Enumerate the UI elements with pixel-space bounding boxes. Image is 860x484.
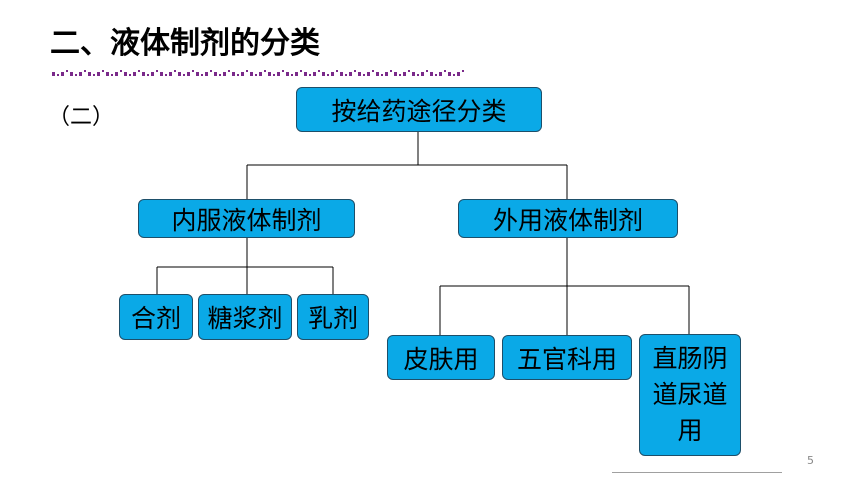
- branch-node-external: 外用液体制剂: [458, 199, 678, 238]
- root-node: 按给药途径分类: [296, 87, 542, 132]
- leaf-node-syrup: 糖浆剂: [198, 294, 292, 340]
- leaf-node-emulsion: 乳剂: [297, 294, 369, 340]
- page-number: 5: [807, 454, 814, 467]
- leaf-node-mixture: 合剂: [119, 294, 193, 340]
- footer-rule: [612, 472, 782, 473]
- branch-node-oral: 内服液体制剂: [138, 199, 355, 238]
- slide-title: 二、液体制剂的分类: [50, 26, 320, 61]
- dotted-divider: [52, 70, 464, 76]
- leaf-node-skin: 皮肤用: [387, 335, 495, 380]
- section-subtitle: （二）: [48, 105, 115, 130]
- leaf-node-ent: 五官科用: [502, 335, 632, 380]
- leaf-node-rectal-vaginal-urethral: 直肠阴道尿道用: [639, 334, 741, 456]
